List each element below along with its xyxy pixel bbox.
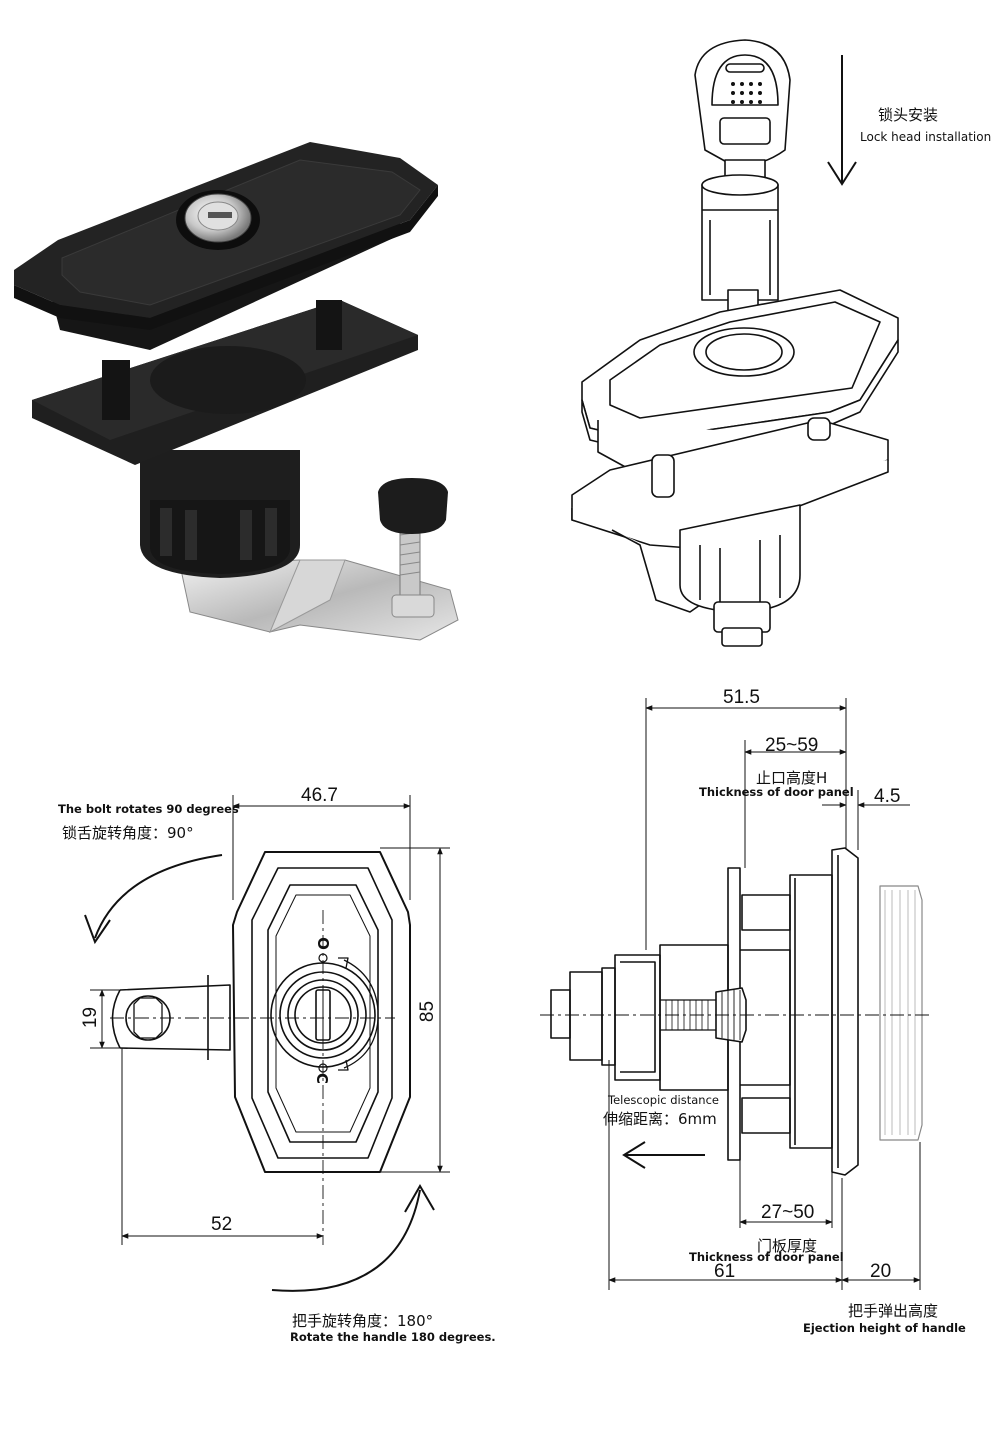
dim-overall-51-5: 51.5 xyxy=(723,687,760,708)
side-view-drawing xyxy=(540,847,930,1176)
front-view-dimension-lines xyxy=(90,795,450,1245)
handle-rotation-cn: 把手旋转角度：180° xyxy=(292,1312,434,1330)
open-mark: O xyxy=(313,937,332,950)
door-panel-top-cn: 止口高度H xyxy=(756,769,828,787)
telescopic-direction-arrow xyxy=(622,1141,705,1169)
door-panel-bottom-en: Thickness of door panel xyxy=(689,1250,844,1264)
close-mark: C xyxy=(313,1072,332,1085)
install-direction-arrow xyxy=(827,55,857,186)
bolt-rotation-en: The bolt rotates 90 degrees xyxy=(58,802,239,816)
dim-range-25-59: 25~59 xyxy=(765,735,819,756)
ejection-cn: 把手弹出高度 xyxy=(848,1302,939,1320)
dim-depth-61: 61 xyxy=(714,1261,736,1282)
lock-head-installation-en: Lock head installation xyxy=(860,130,992,144)
dim-cam-19: 19 xyxy=(80,1006,102,1029)
telescopic-cn: 伸缩距离：6mm xyxy=(603,1110,717,1128)
dim-width-46-7: 46.7 xyxy=(301,785,338,806)
dim-height-85: 85 xyxy=(417,1000,439,1023)
handle-rotation-en: Rotate the handle 180 degrees. xyxy=(290,1330,496,1344)
front-view-drawing xyxy=(110,851,411,1245)
telescopic-en: Telescopic distance xyxy=(608,1093,719,1107)
ejection-en: Ejection height of handle xyxy=(803,1321,966,1335)
lock-head-installation-cn: 锁头安装 xyxy=(878,106,939,124)
door-panel-top-en: Thickness of door panel xyxy=(699,785,854,799)
product-photo-render xyxy=(14,142,459,641)
dim-flange-4-5: 4.5 xyxy=(874,786,901,807)
dim-range-27-50: 27~50 xyxy=(761,1202,815,1223)
door-panel-bottom-cn: 门板厚度 xyxy=(757,1237,818,1255)
dim-bolt-offset-52: 52 xyxy=(211,1214,233,1235)
side-view-dimension-lines xyxy=(608,698,921,1290)
exploded-line-drawing xyxy=(571,39,899,647)
rotation-arrows xyxy=(84,854,435,1292)
dim-ejection-20: 20 xyxy=(870,1261,892,1282)
bolt-rotation-cn: 锁舌旋转角度：90° xyxy=(62,824,194,842)
